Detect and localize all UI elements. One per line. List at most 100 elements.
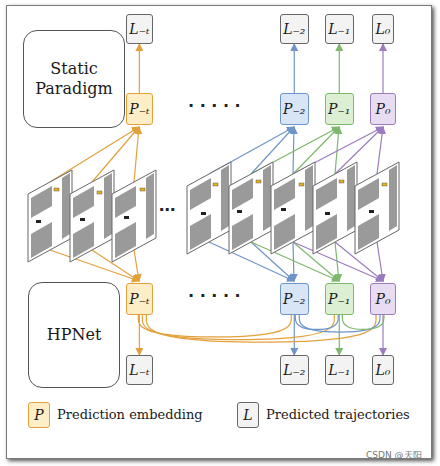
legend-symbol: L	[243, 407, 252, 423]
watermark: CSDN @天阳	[366, 449, 422, 462]
trajectory-box: L₋ₜ	[126, 14, 153, 44]
node-text: P₀	[375, 101, 390, 117]
building-block	[347, 165, 355, 231]
car-icon	[54, 188, 59, 191]
input-line	[134, 127, 139, 182]
car-icon	[325, 212, 330, 215]
scene-frame	[229, 162, 273, 254]
scene-frame	[271, 162, 315, 254]
history-link	[146, 315, 376, 342]
input-line	[92, 127, 139, 182]
embedding-box: P₀	[370, 283, 396, 315]
building-block	[263, 165, 271, 231]
embedding-box: P₋₁	[325, 93, 354, 125]
input-line	[134, 250, 139, 281]
scene-frame	[313, 162, 357, 254]
legend-swatch: P	[28, 402, 50, 428]
output-arrow	[294, 315, 295, 355]
output-arrow	[139, 44, 140, 93]
building-block	[104, 173, 112, 239]
history-link	[295, 315, 338, 329]
input-line	[293, 242, 383, 281]
frame-outline	[313, 162, 357, 254]
input-line	[377, 242, 383, 281]
building-block	[62, 173, 70, 239]
input-line	[377, 127, 383, 174]
building-block	[316, 214, 337, 250]
trajectory-box: L₋₂	[280, 14, 309, 44]
legend-swatch: L	[237, 402, 259, 428]
building-block	[190, 214, 211, 250]
paradigm-box: Static Paradigm	[23, 30, 125, 128]
scene-frame	[112, 170, 156, 262]
building-block	[221, 165, 229, 231]
trajectory-box: L₀	[372, 355, 394, 385]
car-icon	[339, 180, 344, 183]
model-box: HPNet	[28, 282, 120, 388]
car-icon	[299, 183, 304, 186]
embedding-box: P₋₁	[325, 283, 354, 315]
node-text: P₋₂	[283, 291, 305, 307]
frame-outline	[187, 162, 231, 254]
trajectory-box: L₋₂	[280, 355, 309, 385]
building-block	[115, 186, 136, 218]
scene-frame	[355, 162, 399, 254]
car-icon	[140, 188, 145, 191]
car-icon	[256, 180, 261, 183]
building-block	[358, 214, 379, 250]
frame-outline	[70, 170, 114, 262]
node-text: HPNet	[47, 325, 102, 345]
building-block	[31, 186, 52, 218]
output-arrow	[382, 44, 383, 93]
node-text: L₋ₜ	[129, 362, 149, 378]
car-icon	[201, 212, 206, 215]
trajectory-box: L₋₁	[325, 14, 354, 44]
building-block	[316, 178, 337, 210]
output-arrow	[339, 44, 340, 93]
node-text: L₋₁	[328, 21, 350, 37]
output-arrow	[339, 315, 340, 355]
node-text: P₋₁	[328, 291, 350, 307]
frame-outline	[112, 170, 156, 262]
building-block	[232, 178, 253, 210]
node-text: L₋₂	[283, 362, 305, 378]
frame-outline	[271, 162, 315, 254]
car-icon	[124, 216, 129, 219]
ellipsis-dots: · · · · ·	[188, 96, 241, 115]
car-icon	[80, 218, 85, 221]
trajectory-box: L₋ₜ	[126, 355, 153, 385]
building-block	[73, 222, 94, 258]
building-block	[358, 178, 379, 210]
car-icon	[237, 210, 242, 213]
car-icon	[369, 210, 374, 213]
legend-text: Prediction embedding	[57, 407, 203, 422]
building-block	[389, 165, 397, 231]
trajectory-box: L₀	[372, 14, 394, 44]
scene-frame	[28, 170, 72, 262]
frame-outline	[355, 162, 399, 254]
node-text: P₋ₜ	[129, 291, 149, 307]
output-arrow	[294, 44, 295, 93]
embedding-box: P₋ₜ	[126, 283, 153, 315]
node-text: P₀	[375, 291, 390, 307]
embedding-box: P₋₂	[280, 283, 309, 315]
node-text: P₋ₜ	[129, 101, 149, 117]
legend-text: Predicted trajectories	[266, 407, 410, 422]
input-line	[293, 127, 339, 174]
car-icon	[382, 183, 387, 186]
building-block	[146, 173, 154, 239]
node-text: Static Paradigm	[24, 59, 124, 99]
node-text: L₀	[376, 362, 391, 378]
ellipsis-dots: ⋯	[159, 200, 175, 219]
building-block	[73, 186, 94, 218]
building-block	[115, 222, 136, 258]
car-icon	[36, 220, 41, 223]
scene-frame	[187, 162, 231, 254]
node-text: L₋₂	[283, 21, 305, 37]
node-text: L₀	[376, 21, 391, 37]
car-icon	[281, 208, 286, 211]
embedding-box: P₀	[370, 93, 396, 125]
input-line	[50, 127, 139, 182]
trajectory-box: L₋₁	[325, 355, 354, 385]
